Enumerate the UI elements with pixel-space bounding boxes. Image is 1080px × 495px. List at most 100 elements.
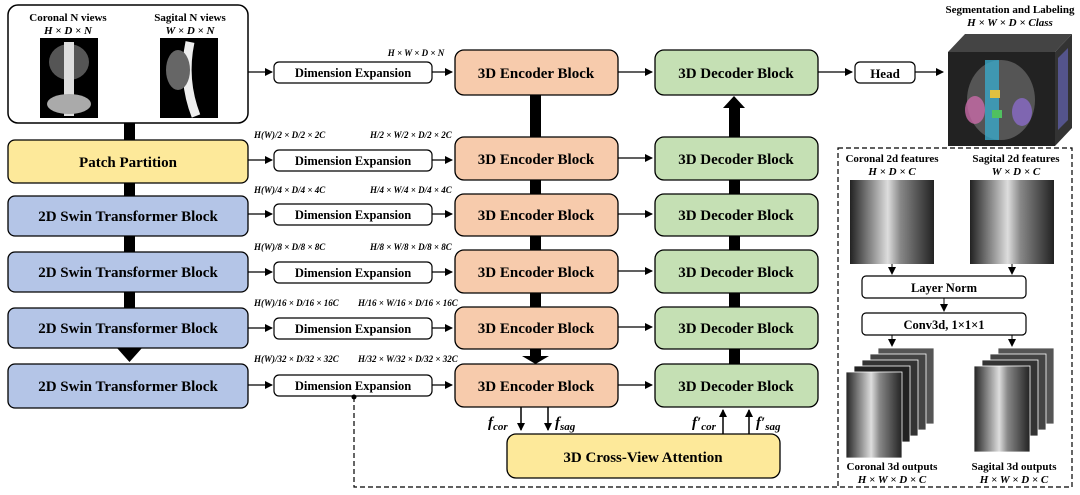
connector xyxy=(729,107,740,137)
swin-block-label: 2D Swin Transformer Block xyxy=(38,265,218,281)
stage-row-1: Dimension Expansion H(W)/2 × D/2 × 2C H/… xyxy=(248,130,453,172)
sagittal-2d-label: Sagital 2d features xyxy=(972,153,1060,165)
decoder-block-3: 3D Decoder Block xyxy=(654,249,819,294)
coronal-3d-output-image xyxy=(845,347,935,459)
f-cor-label: fcor xyxy=(488,415,508,433)
f-sag-label: fsag xyxy=(555,415,576,433)
swin-block-label: 2D Swin Transformer Block xyxy=(38,209,218,225)
decoder-block-5: 3D Decoder Block xyxy=(654,363,819,408)
encoder-block-label: 3D Encoder Block xyxy=(478,152,595,168)
shape-label-2d: H(W)/8 × D/8 × 8C xyxy=(253,242,326,252)
dimension-expansion-label: Dimension Expansion xyxy=(295,208,411,222)
conv3d-label: Conv3d, 1×1×1 xyxy=(904,318,985,332)
swin-block-label: 2D Swin Transformer Block xyxy=(38,321,218,337)
connector xyxy=(729,293,740,307)
connector-arrow xyxy=(117,348,142,362)
decoder-block-0: 3D Decoder Block xyxy=(654,49,819,96)
decoder-block-1: 3D Decoder Block xyxy=(654,136,819,181)
connector xyxy=(124,236,135,252)
swin-block-label: 2D Swin Transformer Block xyxy=(38,379,218,395)
connector xyxy=(729,349,740,364)
encoder-block-label: 3D Encoder Block xyxy=(478,208,595,224)
connector xyxy=(530,293,541,307)
dimension-expansion-label: Dimension Expansion xyxy=(295,266,411,280)
decoder-block-label: 3D Decoder Block xyxy=(678,152,794,168)
swin-block-3: 2D Swin Transformer Block xyxy=(7,307,249,349)
shape-label-top: H × W × D × N xyxy=(387,48,445,58)
decoder-block-2: 3D Decoder Block xyxy=(654,193,819,237)
coronal-3d-dims: H × W × D × C xyxy=(857,474,927,486)
sagittal-3d-label: Sagital 3d outputs xyxy=(972,461,1058,473)
sagittal-3d-dims: H × W × D × C xyxy=(979,474,1049,486)
cross-view-attention-label: 3D Cross-View Attention xyxy=(563,450,723,466)
dimension-expansion-label: Dimension Expansion xyxy=(295,66,411,80)
encoder-block-5: 3D Encoder Block xyxy=(454,363,619,408)
encoder-block-1: 3D Encoder Block xyxy=(454,136,619,181)
shape-label-3d: H/32 × W/32 × D/32 × 32C xyxy=(357,354,459,364)
connector xyxy=(729,180,740,194)
sagittal-2d-feature-image xyxy=(970,180,1054,264)
sagittal-views-label: Sagital N views xyxy=(154,12,226,24)
connector xyxy=(729,236,740,250)
segmentation-cube-image xyxy=(948,34,1072,146)
decoder-block-label: 3D Decoder Block xyxy=(678,379,794,395)
connector-arrow xyxy=(723,96,745,108)
sagittal-3d-output-image xyxy=(973,347,1055,453)
sagittal-2d-dims: W × D × C xyxy=(992,166,1041,178)
shape-label-2d: H(W)/32 × D/32 × 32C xyxy=(253,354,340,364)
decoder-block-4: 3D Decoder Block xyxy=(654,306,819,350)
stage-row-4: Dimension Expansion H(W)/16 × D/16 × 16C… xyxy=(248,298,459,340)
shape-label-3d: H/8 × W/8 × D/8 × 8C xyxy=(369,242,453,252)
sagittal-xray-image xyxy=(160,38,218,118)
connector xyxy=(530,349,541,357)
patch-partition-label: Patch Partition xyxy=(79,155,178,171)
dashed-connector xyxy=(353,397,838,488)
dimension-expansion-label: Dimension Expansion xyxy=(295,322,411,336)
f-cor-prime-label: f′cor xyxy=(692,415,717,433)
decoder-block-label: 3D Decoder Block xyxy=(678,321,794,337)
shape-label-3d: H/4 × W/4 × D/4 × 4C xyxy=(369,185,453,195)
detail-panel: Coronal 2d features H × D × C Sagital 2d… xyxy=(837,147,1073,488)
coronal-views-label: Coronal N views xyxy=(29,12,107,24)
f-sag-prime-label: f′sag xyxy=(756,415,781,433)
layer-norm-label: Layer Norm xyxy=(911,281,978,295)
connector-arrow xyxy=(522,356,549,364)
shape-label-2d: H(W)/4 × D/4 × 4C xyxy=(253,185,326,195)
coronal-2d-feature-image xyxy=(850,180,934,264)
swin-block-2: 2D Swin Transformer Block xyxy=(7,251,249,293)
connector xyxy=(124,123,135,140)
output-title: Segmentation and Labeling xyxy=(946,4,1075,16)
encoder-block-4: 3D Encoder Block xyxy=(454,306,619,350)
coronal-xray-image xyxy=(40,38,98,118)
shape-label-3d: H/2 × W/2 × D/2 × 2C xyxy=(369,130,453,140)
stage-row-2: Dimension Expansion H(W)/4 × D/4 × 4C H/… xyxy=(248,185,453,226)
conv3d-box xyxy=(861,312,1027,336)
encoder-block-0: 3D Encoder Block xyxy=(454,49,619,96)
encoder-block-label: 3D Encoder Block xyxy=(478,379,595,395)
dimension-expansion-label: Dimension Expansion xyxy=(295,379,411,393)
decoder-block-label: 3D Decoder Block xyxy=(678,208,794,224)
input-views-panel: Coronal N views H × D × N Sagital N view… xyxy=(7,4,249,124)
connector xyxy=(124,183,135,196)
encoder-block-label: 3D Encoder Block xyxy=(478,321,595,337)
decoder-block-label: 3D Decoder Block xyxy=(678,66,794,82)
coronal-2d-dims: H × D × C xyxy=(867,166,916,178)
dimension-expansion-label: Dimension Expansion xyxy=(295,154,411,168)
encoder-block-2: 3D Encoder Block xyxy=(454,193,619,237)
decoder-block-label: 3D Decoder Block xyxy=(678,265,794,281)
output-dims: H × W × D × Class xyxy=(966,17,1053,29)
connector xyxy=(124,292,135,308)
coronal-views-dims: H × D × N xyxy=(43,25,93,37)
connector xyxy=(530,236,541,250)
patch-partition-block xyxy=(7,139,249,184)
encoder-block-label: 3D Encoder Block xyxy=(478,265,595,281)
stage-row-5: Dimension Expansion H(W)/32 × D/32 × 32C… xyxy=(248,354,459,397)
coronal-2d-label: Coronal 2d features xyxy=(845,153,939,165)
connector xyxy=(530,180,541,194)
cross-view-attention-block xyxy=(506,433,781,479)
coronal-3d-label: Coronal 3d outputs xyxy=(847,461,939,473)
sagittal-views-dims: W × D × N xyxy=(165,25,215,37)
swin-block-1: 2D Swin Transformer Block xyxy=(7,195,249,237)
shape-label-3d: H/16 × W/16 × D/16 × 16C xyxy=(357,298,459,308)
